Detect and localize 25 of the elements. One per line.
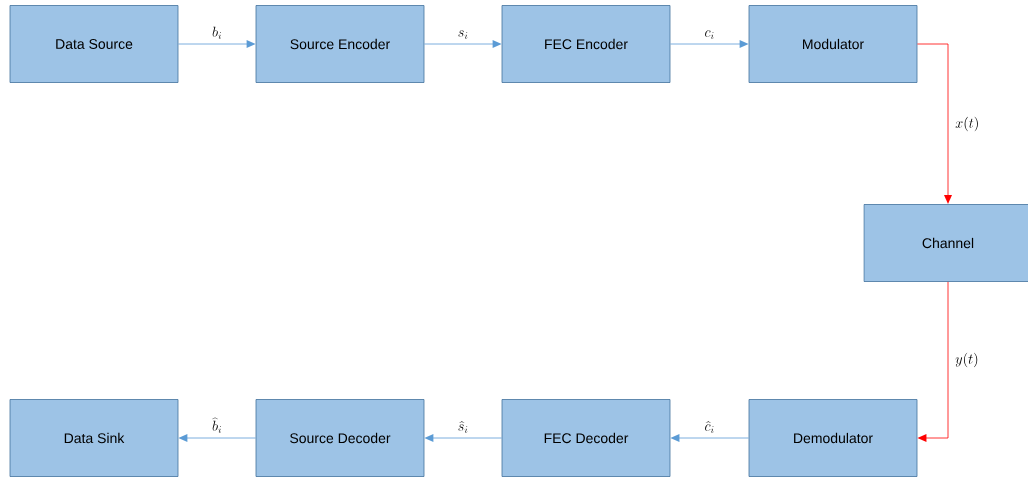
arrow	[424, 434, 502, 442]
edge-label: $\widehat{b}_i$	[211, 416, 223, 434]
arrow	[670, 434, 749, 442]
arrow	[670, 40, 749, 48]
edge-label: $\widehat{s}_i$	[456, 420, 470, 434]
process-box: FEC Decoder	[501, 399, 671, 477]
process-box: Source Decoder	[255, 399, 425, 477]
process-box: Source Encoder	[255, 5, 425, 83]
edge-label: $x(t)$	[954, 115, 981, 133]
process-box: Data Sink	[9, 399, 179, 477]
arrow	[178, 434, 256, 442]
process-box: Channel	[863, 204, 1028, 282]
process-box: Demodulator	[748, 399, 918, 477]
edge-label: $y(t)$	[954, 351, 980, 369]
edge-label: $b_i$	[211, 25, 223, 40]
edge-label: $c_i$	[703, 29, 716, 40]
process-box: Modulator	[748, 5, 918, 83]
process-box: Data Source	[9, 5, 179, 83]
edge-label: $s_i$	[456, 29, 470, 40]
process-box: FEC Encoder	[501, 5, 671, 83]
arrow	[917, 281, 949, 442]
arrow	[424, 40, 502, 48]
arrow	[178, 40, 256, 48]
edge-label: $\widehat{c}_i$	[703, 420, 716, 434]
arrow	[917, 43, 952, 205]
